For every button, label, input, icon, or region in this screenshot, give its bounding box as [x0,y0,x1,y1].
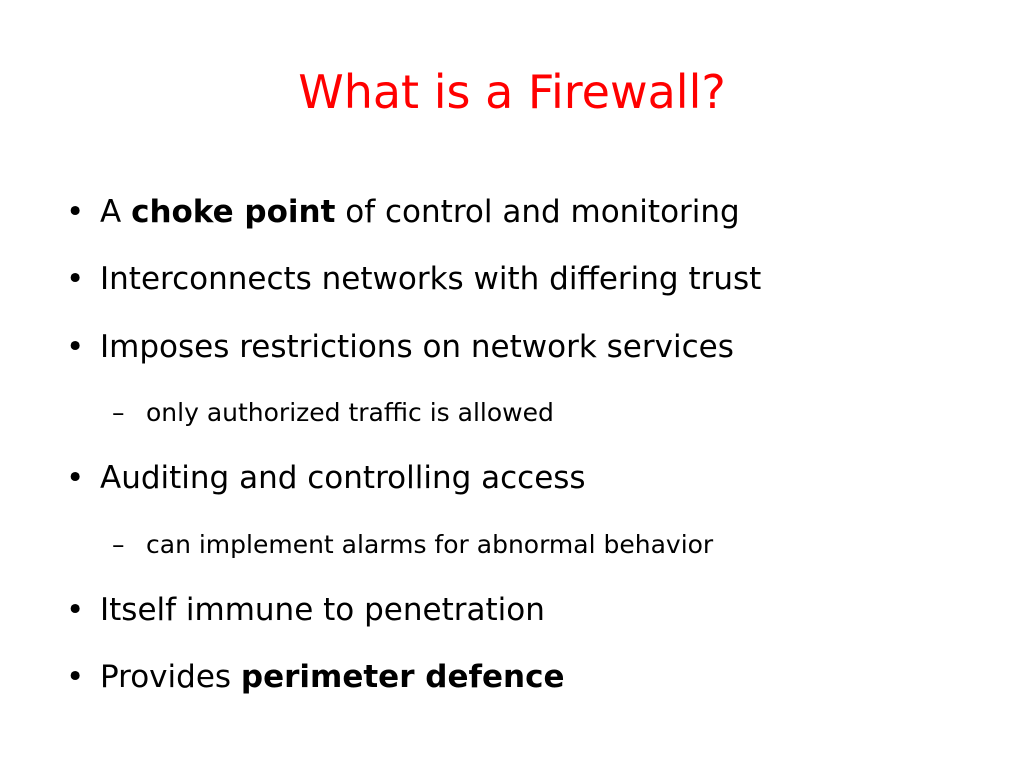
bullet-item-restrictions: • Imposes restrictions on network service… [66,327,734,367]
bullet-text: Imposes restrictions on network services [100,329,734,365]
bullet-marker: • [66,592,85,628]
bullet-marker: • [66,329,85,365]
bullet-text-prefix: Provides [100,659,241,695]
sub-item-text: only authorized traffic is allowed [146,398,554,427]
sub-item-text: can implement alarms for abnormal behavi… [146,530,714,559]
bullet-item-perimeter-defence: • Provides perimeter defence [66,657,565,697]
sub-item-alarms: –can implement alarms for abnormal behav… [112,529,714,561]
bullet-item-auditing: • Auditing and controlling access [66,458,586,498]
sub-bullet-marker: – [112,530,125,559]
bullet-text: Auditing and controlling access [100,460,586,496]
bullet-text-prefix: A [100,194,132,230]
bullet-marker: • [66,460,85,496]
bullet-text: Interconnects networks with differing tr… [100,261,762,297]
bullet-text-suffix: of control and monitoring [335,194,740,230]
bullet-item-interconnects: • Interconnects networks with differing t… [66,259,762,299]
bullet-text: Itself immune to penetration [100,592,545,628]
slide-title: What is a Firewall? [298,65,726,119]
bullet-marker: • [66,194,85,230]
bullet-marker: • [66,261,85,297]
sub-item-authorized-traffic: –only authorized traffic is allowed [112,397,554,429]
bullet-text-emphasis: choke point [131,194,336,230]
bullet-marker: • [66,659,85,695]
bullet-item-immune: • Itself immune to penetration [66,590,545,630]
sub-bullet-marker: – [112,398,125,427]
bullet-item-choke-point: • A choke point of control and monitoring [66,192,740,232]
bullet-text-emphasis: perimeter defence [240,659,565,695]
